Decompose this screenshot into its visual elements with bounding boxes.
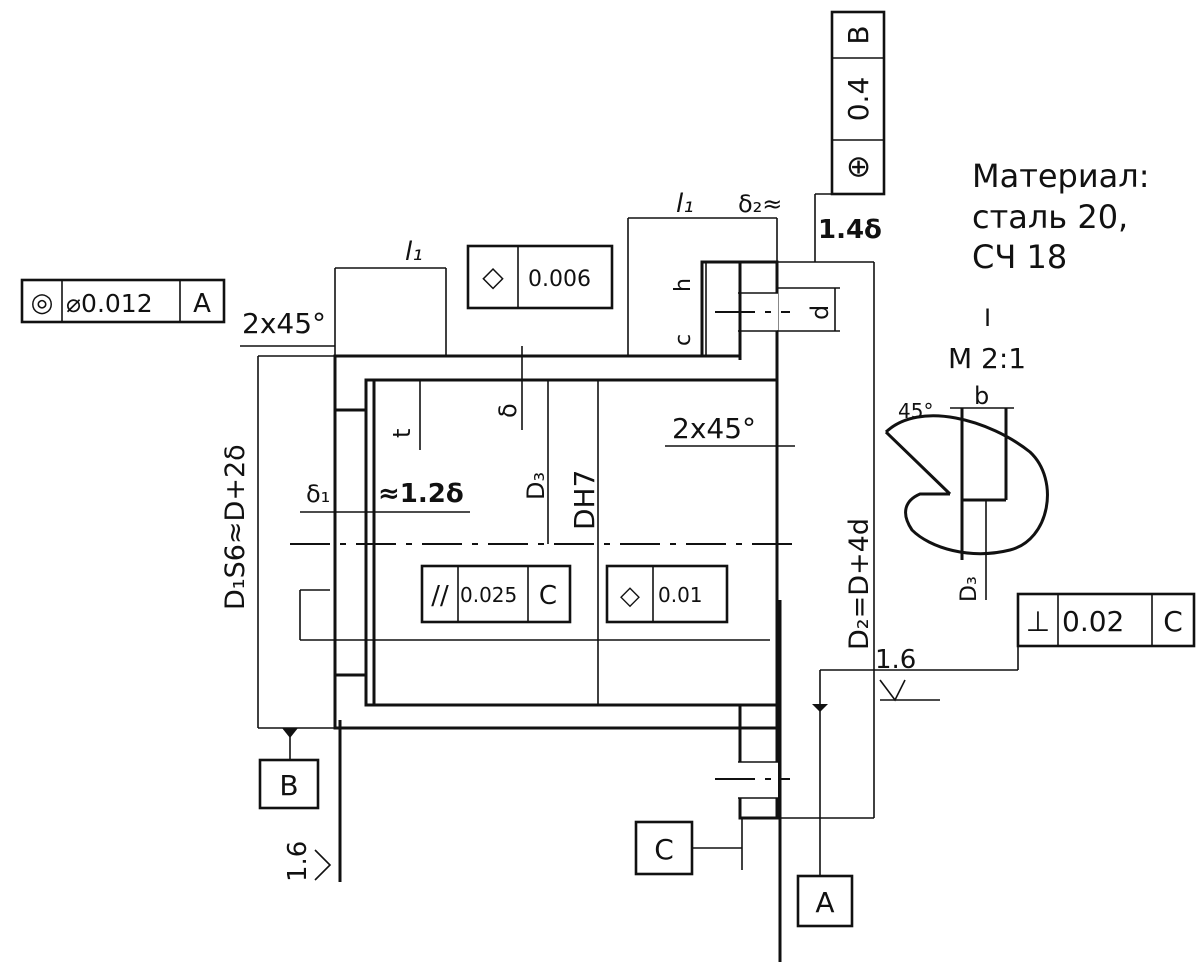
frame-roundness-mid: ◇ 0.01 <box>605 564 729 624</box>
svg-text:C: C <box>539 581 557 611</box>
svg-text:⌀0.012: ⌀0.012 <box>66 289 153 318</box>
svg-text:D₃: D₃ <box>957 576 982 602</box>
material-note: Материал: сталь 20, СЧ 18 <box>972 157 1150 276</box>
svg-text:45°: 45° <box>898 399 933 423</box>
svg-text:t: t <box>388 429 416 438</box>
svg-text:2x45°: 2x45° <box>242 307 326 340</box>
svg-text:0.4: 0.4 <box>842 77 875 122</box>
detail-label: I <box>984 304 991 332</box>
datum-c: C <box>634 820 694 876</box>
svg-text:1.6: 1.6 <box>875 645 916 675</box>
dimension-lines <box>240 193 1019 962</box>
svg-text:d: d <box>806 305 834 320</box>
detail-scale: M 2:1 <box>948 342 1026 375</box>
datum-b: B <box>258 728 320 810</box>
frame-concentricity: ◎ ⌀0.012 A <box>20 278 226 324</box>
frame-perpendicularity: ⊥ 0.02 C <box>1016 592 1196 648</box>
svg-text:δ₂≈: δ₂≈ <box>738 190 782 218</box>
svg-text:δ₁: δ₁ <box>306 480 330 508</box>
svg-text:≈1.2δ: ≈1.2δ <box>378 479 464 509</box>
svg-text:2x45°: 2x45° <box>672 412 756 445</box>
svg-text:Материал:: Материал: <box>972 157 1150 195</box>
perpendicularity-icon: ⊥ <box>1026 605 1050 638</box>
svg-text:l₁: l₁ <box>676 189 694 219</box>
svg-text:A: A <box>815 886 834 919</box>
svg-text:DH7: DH7 <box>568 470 601 530</box>
svg-text:B: B <box>842 25 875 44</box>
frame-roundness-top: ◇ 0.006 <box>466 244 614 310</box>
svg-text:b: b <box>974 382 989 410</box>
roundness-icon: ◇ <box>482 260 504 293</box>
svg-text:1.4δ: 1.4δ <box>818 215 882 245</box>
svg-text:сталь 20,: сталь 20, <box>972 198 1128 236</box>
concentricity-icon: ◎ <box>31 288 54 318</box>
roundness-icon: ◇ <box>620 581 640 611</box>
dimension-texts: 2x45° 2x45° l₁ l₁ δ₂≈ 1.4δ h c d δ t δ₁ … <box>220 189 916 882</box>
svg-text:D₁S6≈D+2δ: D₁S6≈D+2δ <box>220 444 251 610</box>
position-icon: ⊕ <box>841 154 876 179</box>
parallelism-icon: // <box>431 581 449 611</box>
svg-text:0.02: 0.02 <box>1062 605 1124 638</box>
bushing-section <box>290 260 800 820</box>
svg-text:1.6: 1.6 <box>283 841 313 882</box>
svg-text:D₂=D+4d: D₂=D+4d <box>844 518 875 650</box>
svg-text:c: c <box>671 334 696 346</box>
svg-text:0.025: 0.025 <box>460 583 517 607</box>
svg-text:h: h <box>671 278 696 292</box>
svg-text:0.01: 0.01 <box>658 583 703 607</box>
frame-parallelism: // 0.025 C <box>420 564 572 624</box>
svg-text:B: B <box>279 769 298 802</box>
svg-text:C: C <box>1163 605 1183 638</box>
svg-text:δ: δ <box>494 403 522 418</box>
svg-text:0.006: 0.006 <box>528 267 591 292</box>
frame-position: ⊕ 0.4 B <box>830 10 886 196</box>
svg-text:A: A <box>193 289 211 319</box>
svg-text:l₁: l₁ <box>405 237 423 267</box>
datum-a: A <box>796 704 854 928</box>
svg-text:СЧ 18: СЧ 18 <box>972 238 1067 276</box>
svg-text:C: C <box>654 833 674 866</box>
svg-text:D₃: D₃ <box>522 472 550 500</box>
detail-view: I M 2:1 45° b D₃ <box>884 304 1049 602</box>
